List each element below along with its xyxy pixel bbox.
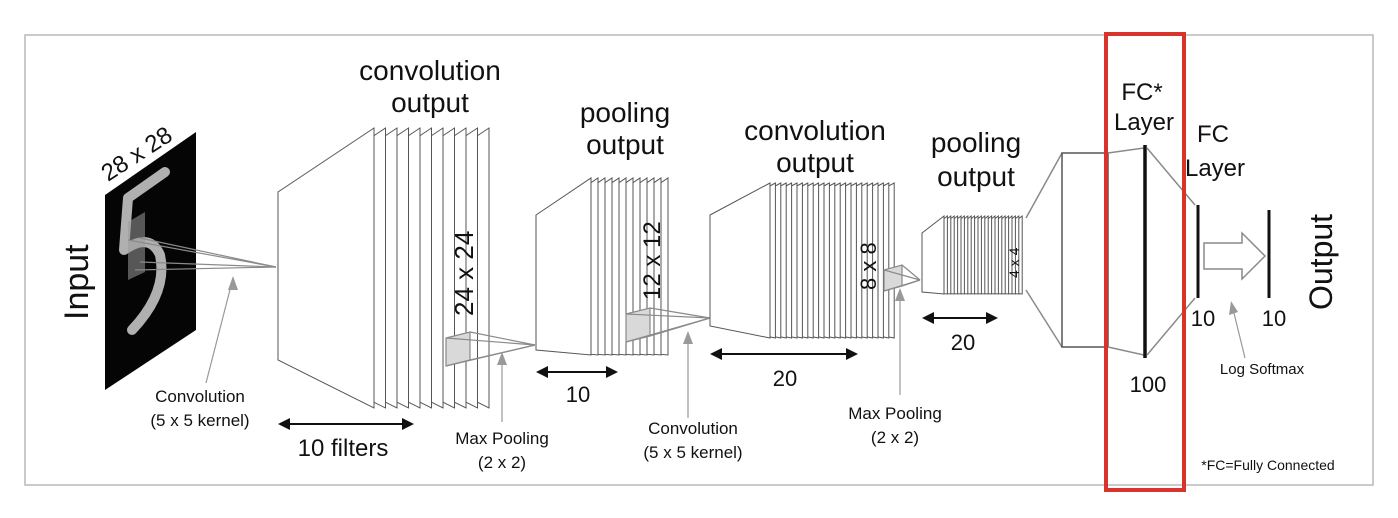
fc-layer-highlight-box [1104,32,1186,492]
conv2-depth-label: 20 [773,366,797,391]
conv1-op-line1: Convolution [155,387,245,406]
diagram-frame [24,34,1374,486]
pool2-depth-label: 20 [951,330,975,355]
pool2-depth-arrow [922,312,998,324]
pool1-depth-label: 10 [566,382,590,407]
fc2-title-line1: FC [1197,121,1229,148]
fc1-connection [1107,147,1145,356]
conv2-feature-maps [709,182,895,339]
fc1-title-line1: FC* [1121,79,1162,106]
conv1-filters-arrow [278,418,414,430]
conv2-op-line2: (5 x 5 kernel) [643,443,742,462]
pool1-op-pointer [497,352,507,422]
pool2-op-line1: Max Pooling [848,404,942,423]
conv2-op-line1: Convolution [648,419,738,438]
conv1-filters-label: 10 filters [298,435,389,462]
conv2-title-line1: convolution [744,115,886,146]
conv2-map-slab [709,182,771,339]
pool1-map-slab [535,177,592,356]
pool1-op-line1: Max Pooling [455,429,549,448]
conv2-window-icon [625,307,711,343]
pool2-map-slab [921,214,945,295]
conv2-title-line2: output [776,147,854,178]
softmax-arrow-icon [1203,231,1267,281]
pool1-op-line2: (2 x 2) [478,453,526,472]
pool1-title-line1: pooling [580,97,670,128]
pool2-op-line2: (2 x 2) [871,428,919,447]
conv1-title-line1: convolution [359,55,501,86]
conv1-receptive-lines [127,237,277,271]
conv1-map-slab [277,127,375,409]
fc2-units-label: 10 [1191,306,1215,331]
pool2-size-label: 4 x 4 [1006,247,1022,278]
conv1-size-label: 24 x 24 [449,231,479,316]
pool1-size-label: 12 x 12 [639,221,666,300]
input-image [105,132,196,390]
conv1-op-pointer [205,276,238,384]
pool1-feature-maps [535,177,669,356]
flatten-connection [1025,152,1063,348]
pool2-title-line1: pooling [931,127,1021,158]
pool2-window-icon [883,264,921,292]
conv1-title-line2: output [391,87,469,118]
output-op-label: Log Softmax [1220,361,1305,378]
pool1-window-icon [445,331,536,367]
output-units-label: 10 [1262,306,1286,331]
fc1-units-label: 100 [1130,372,1167,397]
conv1-feature-maps [277,127,490,409]
flattened-layer [1061,152,1109,348]
conv2-size-label: 8 x 8 [856,242,881,290]
conv2-depth-arrow [710,348,858,360]
pool2-op-pointer [895,288,905,395]
fc1-title-line2: Layer [1114,109,1174,136]
conv2-op-pointer [683,331,693,418]
pool2-title-line2: output [937,161,1015,192]
pool2-feature-maps [921,214,1023,295]
conv1-op-line2: (5 x 5 kernel) [150,411,249,430]
pool1-depth-arrow [536,366,618,378]
pool1-title-line2: output [586,129,664,160]
input-side-label: Input [58,244,96,320]
softmax-op-pointer [1229,301,1246,359]
footnote: *FC=Fully Connected [1201,457,1334,473]
fc2-title-line2: Layer [1185,155,1245,182]
fc2-connection [1146,147,1196,356]
output-side-label: Output [1303,214,1339,310]
